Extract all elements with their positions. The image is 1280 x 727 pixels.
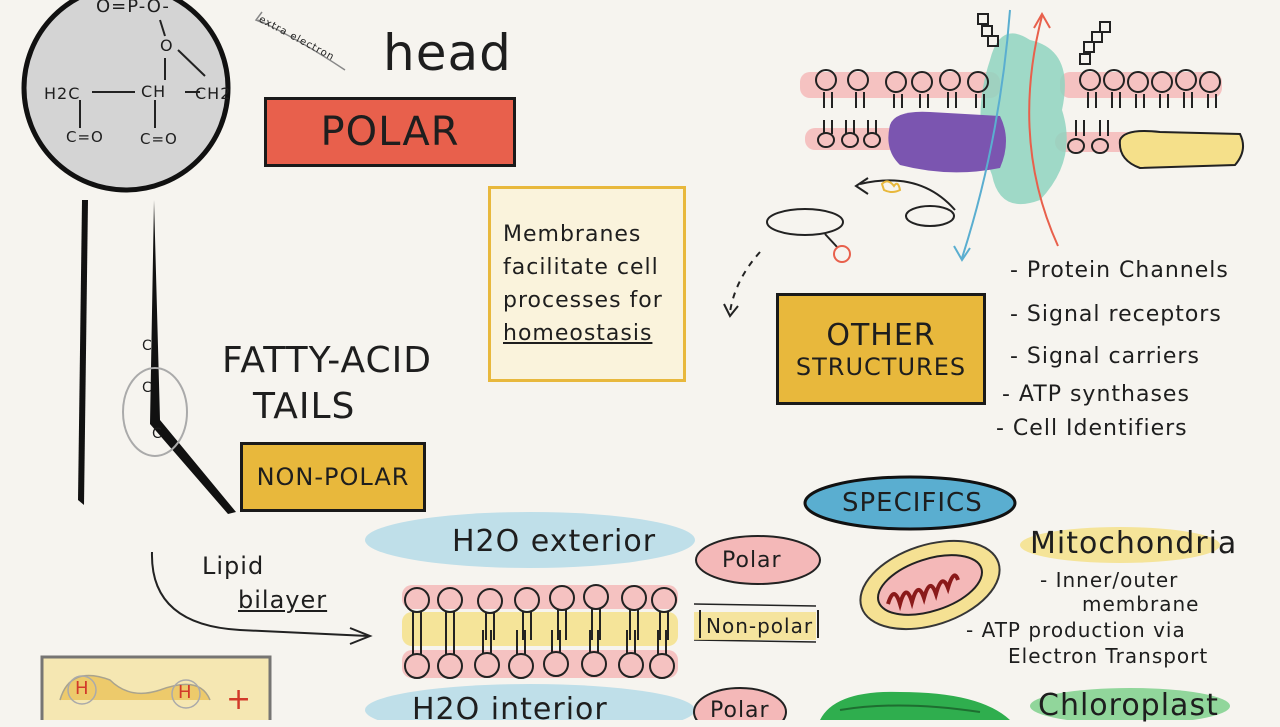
blue-arrow: [961, 9, 1011, 259]
formula-ch2: CH2: [195, 84, 232, 103]
plus-sign: +: [226, 682, 253, 717]
note-line-4: homeostasis: [503, 321, 653, 346]
tail-carbon-3: C: [152, 426, 163, 442]
fatty-acid-label-1: FATTY-ACID: [222, 340, 432, 381]
hydrogen-right: H: [178, 682, 193, 703]
h2o-interior-label: H2O interior: [412, 692, 608, 727]
h2o-exterior-label: H2O exterior: [452, 524, 657, 559]
hydrogen-left: H: [75, 678, 90, 699]
formula-top: O=P-O-: [96, 0, 170, 17]
note-line-3: processes for: [503, 288, 663, 313]
polar-oval-1: [695, 535, 821, 585]
nonpolar-box-label: NON-POLAR: [256, 463, 410, 491]
nonpolar-label: Non-polar: [706, 614, 814, 638]
fatty-acid-tail-right: [150, 200, 236, 514]
membranes-note-box: Membranes facilitate cell processes for …: [488, 186, 686, 382]
formula-co-1: C=O: [66, 128, 104, 146]
other-structure-item-4: - ATP synthases: [1002, 382, 1190, 407]
yellow-protein: [1118, 130, 1245, 170]
formula-o: O: [160, 36, 174, 55]
tail-carbon-1: C: [142, 338, 153, 354]
chloroplast-label: Chloroplast: [1038, 688, 1219, 723]
mito-item-1: - Inner/outer: [1040, 568, 1179, 592]
mito-item-4: Electron Transport: [1008, 644, 1209, 668]
other-structures-title-1: OTHER: [826, 317, 936, 353]
lipid-label-1: Lipid: [202, 552, 265, 580]
polar-oval-2: [693, 687, 787, 720]
note-line-2: facilitate cell: [503, 255, 659, 280]
tail-carbon-2: C: [142, 380, 153, 396]
polar-box-label: POLAR: [320, 109, 460, 155]
purple-protein: [888, 111, 1006, 173]
fatty-acid-tail-left: [78, 200, 88, 505]
mito-item-2: membrane: [1082, 592, 1200, 616]
other-structure-item-2: - Signal receptors: [1010, 302, 1222, 327]
nonpolar-box: NON-POLAR: [240, 442, 426, 512]
note-line-1: Membranes: [503, 222, 642, 247]
lipid-bilayer-arrow: [150, 551, 369, 637]
red-arrow: [1028, 15, 1059, 247]
specifics-label: SPECIFICS: [842, 488, 983, 518]
specifics-oval: [803, 475, 1017, 531]
formula-h2c: H2C: [44, 84, 81, 103]
other-structure-item-5: - Cell Identifiers: [996, 416, 1188, 441]
fatty-acid-label-2: TAILS: [253, 386, 356, 427]
lipid-label-2: bilayer: [238, 586, 328, 614]
other-structure-item-1: - Protein Channels: [1010, 258, 1229, 283]
polar-oval-1-label: Polar: [722, 548, 782, 573]
other-structures-title-2: STRUCTURES: [795, 352, 967, 381]
other-structure-item-3: - Signal carriers: [1010, 344, 1200, 369]
polar-box: POLAR: [264, 97, 516, 167]
mito-item-3: - ATP production via: [966, 618, 1186, 642]
formula-ch: CH: [141, 82, 167, 101]
polar-oval-2-label: Polar: [710, 698, 770, 723]
other-structures-box: OTHER STRUCTURES: [776, 293, 986, 405]
phospholipid-bilayer: [404, 584, 677, 679]
head-title: head: [383, 24, 512, 82]
phosphate-head-circle: [21, 0, 231, 193]
mitochondria-label: Mitochondria: [1030, 526, 1238, 561]
formula-co-2: C=O: [140, 130, 178, 148]
